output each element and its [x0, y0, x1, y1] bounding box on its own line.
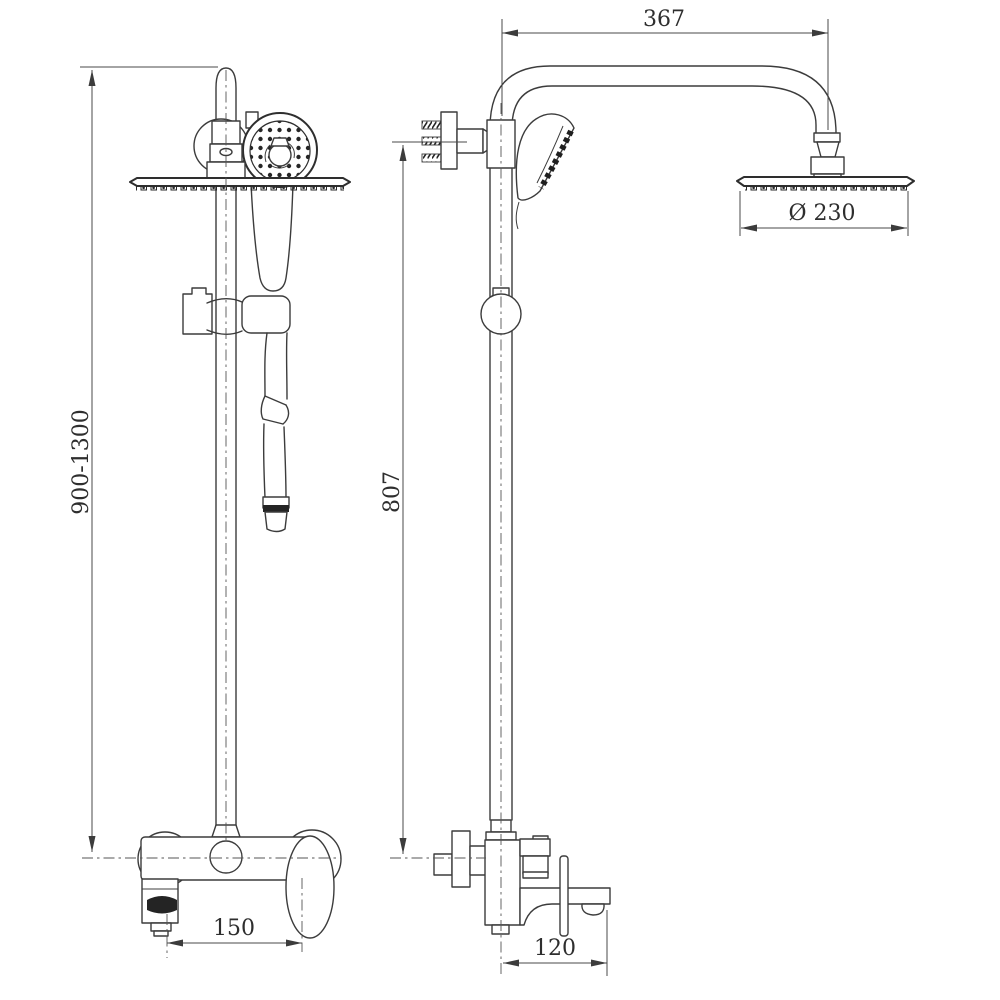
dimension-label-spout-offset: 150: [213, 916, 255, 941]
dimension-label-arm-length: 367: [643, 7, 685, 32]
rain-head-side: [736, 176, 915, 192]
rain-head-edge-front: [129, 177, 351, 193]
wall-bracket: [421, 111, 516, 170]
dimension-spout-offset: 150: [167, 916, 302, 947]
front-view: [82, 67, 351, 958]
dimension-spout-reach: 120: [503, 910, 608, 976]
mixer-lever-side: [559, 855, 569, 937]
hand-shower-handle-front: [250, 182, 294, 292]
dimension-label-spout-reach: 120: [534, 936, 576, 961]
mixer-handle-front: [285, 835, 335, 939]
dimension-head-diameter: Ø 230: [739, 191, 909, 236]
riser-pipe-side: [489, 125, 513, 821]
gooseneck-arm: [489, 65, 837, 134]
dimension-adjustable-height: 900-1300: [69, 66, 218, 852]
shower-hose: [260, 332, 290, 533]
dimension-label-head-diameter: Ø 230: [788, 201, 855, 226]
slider-bracket: [182, 287, 291, 335]
mixer-valve-front: [137, 824, 342, 939]
hand-shower-side: [515, 113, 575, 230]
spout-outlet: [581, 903, 605, 916]
dimension-label-adjustable-height: 900-1300: [69, 409, 94, 514]
dimension-riser-height: 807: [380, 141, 467, 854]
head-connector: [810, 132, 845, 180]
spout-front: [141, 878, 179, 937]
side-view: [390, 65, 915, 976]
mixer-valve-side: [433, 819, 611, 937]
tub-spout-side: [519, 887, 611, 926]
hand-shower-face: [242, 112, 318, 188]
dimension-arm-length: 367: [501, 7, 829, 130]
dimension-label-riser-height: 807: [380, 471, 405, 513]
hose-connector: [264, 511, 288, 533]
diverter-knob: [209, 840, 243, 874]
